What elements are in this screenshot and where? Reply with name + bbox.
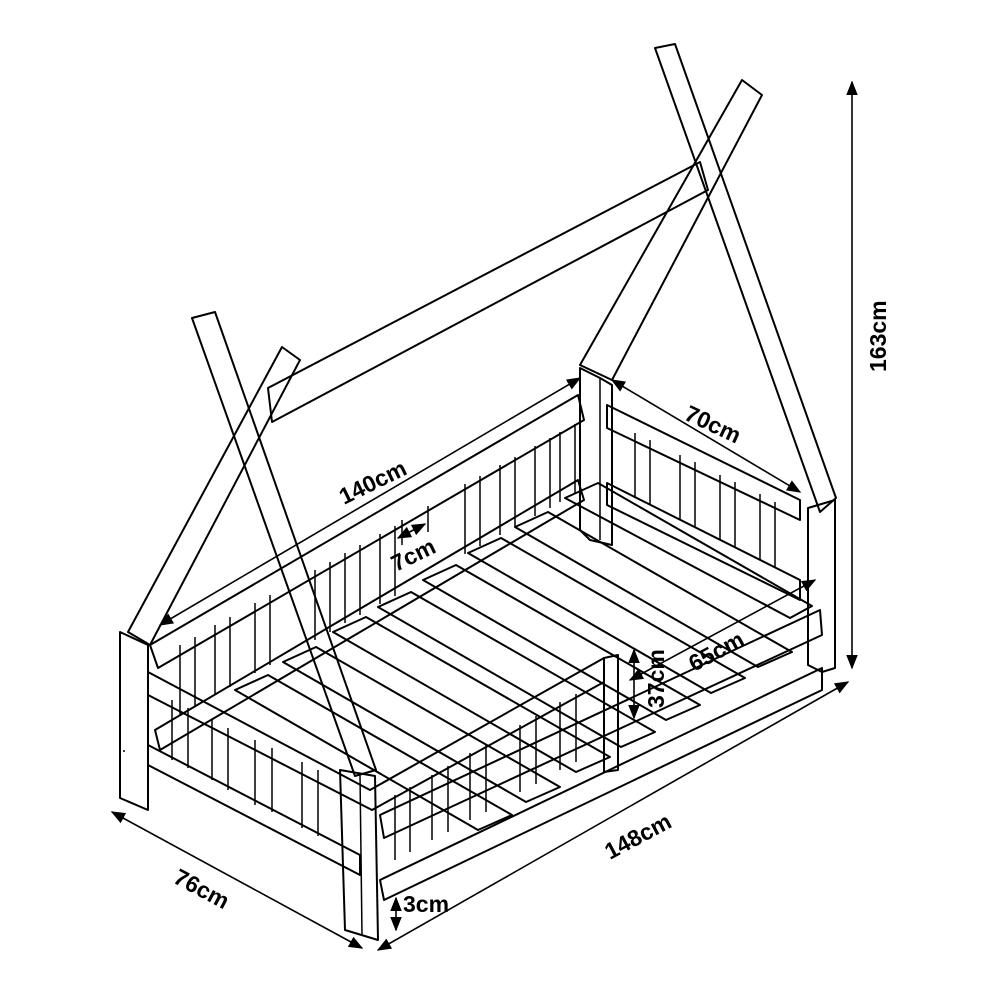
bed-drawing [119, 43, 837, 941]
rail-height-label: 37cm [643, 649, 669, 708]
front-left-post [119, 631, 149, 811]
outer-width-dimension-line [110, 811, 364, 949]
back-right-roof-pole [579, 79, 763, 381]
floor-clearance-label: 3cm [403, 891, 449, 917]
outer-length-dimension-line [376, 681, 850, 951]
front-right-roof-pole [654, 43, 837, 513]
inner-width-dimension-line [628, 579, 817, 681]
front-right-post [807, 499, 836, 673]
front-side-rail [379, 609, 823, 839]
roof-side-dimension-line [610, 379, 802, 493]
outer-width-label: 76cm [170, 863, 234, 914]
roof-side-label: 70cm [681, 400, 745, 448]
inner-length-dimension-line [158, 377, 582, 626]
front-guard-bottom [147, 744, 361, 876]
inner-length-label: 140cm [335, 455, 411, 510]
back-right-post [579, 367, 613, 546]
ridge-beam [267, 161, 709, 423]
dimension-lines [110, 80, 858, 951]
height-label: 163cm [865, 300, 891, 372]
